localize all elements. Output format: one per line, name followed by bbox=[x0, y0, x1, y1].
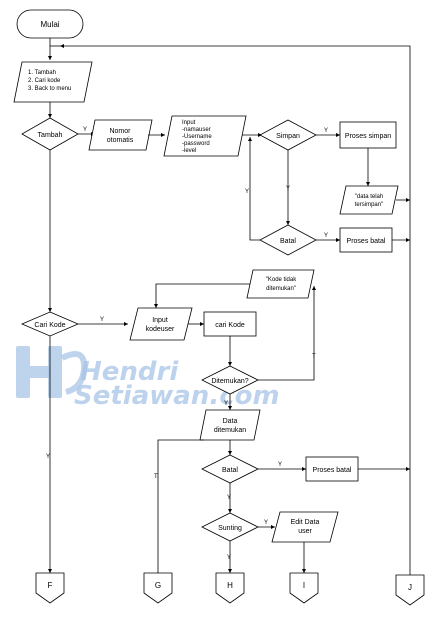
data-ditemukan-l2: ditemukan bbox=[214, 427, 246, 434]
edge-label-batal-top-yes: Y bbox=[324, 233, 328, 239]
connector-i: I bbox=[289, 572, 319, 604]
edge-label-sunting-no: Y bbox=[227, 555, 231, 561]
proses-batal-top-label: Proses batal bbox=[347, 238, 386, 245]
nomor-otomatis-l1: Nomor bbox=[109, 128, 131, 135]
decision-batal-bottom: Batal bbox=[201, 454, 259, 484]
watermark-line1: Hendri bbox=[80, 357, 179, 387]
io-kode-tidak-ditemukan: "Kode tidak ditemukan" bbox=[246, 269, 315, 299]
decision-tambah: Tambah bbox=[21, 117, 79, 151]
decision-sunting-label: Sunting bbox=[218, 525, 242, 532]
edit-data-l1: Edit Data bbox=[291, 519, 320, 526]
decision-ditemukan-label: Ditemukan? bbox=[211, 378, 248, 385]
decision-cari-kode: Cari Kode bbox=[20, 311, 80, 337]
edge-label-g: T bbox=[154, 474, 158, 480]
process-proses-batal-bottom: Proses batal bbox=[305, 456, 359, 482]
edge-label-ditemukan-no: T bbox=[312, 354, 316, 360]
io-data-telah-tersimpan: "data telah tersimpan" bbox=[339, 185, 399, 215]
flow-tidak-ditemukan-back bbox=[154, 283, 250, 308]
io-input-user: Input -namauser -Username -password -lev… bbox=[163, 115, 247, 157]
decision-simpan: Simpan bbox=[259, 119, 317, 151]
edge-label-batal-top-no: Y bbox=[245, 189, 249, 195]
proses-simpan-label: Proses simpan bbox=[345, 133, 391, 140]
input-user-l2: -namauser bbox=[182, 127, 211, 133]
input-user-l1: Input bbox=[182, 120, 196, 126]
proses-batal-bottom-label: Proses batal bbox=[313, 467, 352, 474]
edge-label-tambah-yes: Y bbox=[83, 127, 87, 133]
menu-item-3: 3. Back to menu bbox=[28, 86, 71, 92]
input-kodeuser-l1: Input bbox=[152, 317, 168, 324]
process-proses-simpan: Proses simpan bbox=[339, 121, 397, 149]
io-nomor-otomatis: Nomor otomatis bbox=[88, 119, 153, 151]
menu-item-2: 2. Cari kode bbox=[28, 78, 61, 84]
decision-cari-kode-label: Cari Kode bbox=[34, 322, 65, 329]
edge-label-cari-kode-no: Y bbox=[46, 454, 50, 460]
decision-batal-bottom-label: Batal bbox=[222, 467, 238, 474]
nomor-otomatis-l2: otomatis bbox=[107, 137, 134, 144]
process-proses-batal-top: Proses batal bbox=[339, 227, 393, 253]
edge-label-simpan-no: Y bbox=[286, 186, 290, 192]
flow-g-return bbox=[157, 439, 204, 573]
edit-data-l2: user bbox=[298, 528, 312, 535]
io-edit-data-user: Edit Data user bbox=[271, 511, 339, 543]
connector-f: F bbox=[35, 572, 65, 604]
connector-h-label: H bbox=[227, 581, 233, 590]
flow-ditemukan-no bbox=[258, 286, 316, 381]
decision-sunting: Sunting bbox=[201, 512, 259, 542]
start-terminator: Mulai bbox=[16, 9, 84, 39]
menu-item-1: 1. Tambah bbox=[28, 70, 56, 76]
connector-g-label: G bbox=[155, 581, 161, 590]
flow-loop-return bbox=[60, 44, 411, 575]
data-ditemukan-l1: Data bbox=[223, 418, 238, 425]
kode-tidak-l1: "Kode tidak bbox=[266, 277, 297, 283]
cari-kode-proc-label: cari Kode bbox=[215, 322, 245, 329]
watermark-logo bbox=[16, 346, 88, 398]
edge-label-batal-bottom-yes: Y bbox=[278, 462, 282, 468]
connector-f-label: F bbox=[48, 581, 53, 590]
connector-j: J bbox=[395, 574, 425, 606]
connector-j-label: J bbox=[408, 583, 412, 592]
input-kodeuser-l2: kodeuser bbox=[146, 326, 175, 333]
connector-h: H bbox=[215, 572, 245, 604]
connector-i-label: I bbox=[303, 581, 305, 590]
kode-tidak-l2: ditemukan" bbox=[266, 286, 296, 292]
input-user-l4: -password bbox=[182, 141, 210, 147]
flow-batal-top-no bbox=[248, 137, 260, 241]
start-label: Mulai bbox=[40, 20, 59, 29]
process-cari-kode: cari Kode bbox=[203, 311, 257, 337]
data-tersimpan-l1: "data telah bbox=[355, 194, 384, 200]
io-data-ditemukan: Data ditemukan bbox=[199, 409, 261, 441]
input-user-l5: -level bbox=[182, 148, 196, 154]
data-tersimpan-l2: tersimpan" bbox=[355, 202, 383, 208]
decision-batal-top: Batal bbox=[259, 224, 317, 256]
connector-g: G bbox=[143, 572, 173, 604]
decision-tambah-label: Tambah bbox=[38, 132, 63, 139]
io-input-kodeuser: Input kodeuser bbox=[129, 307, 193, 341]
decision-batal-top-label: Batal bbox=[280, 238, 296, 245]
edge-label-simpan-yes: Y bbox=[324, 128, 328, 134]
edge-label-sunting-yes: Y bbox=[264, 520, 268, 526]
edge-label-batal-bottom-no: Y bbox=[227, 495, 231, 501]
input-user-l3: -Username bbox=[182, 134, 212, 140]
decision-simpan-label: Simpan bbox=[276, 133, 300, 140]
edge-label-ditemukan-yes: Y bbox=[224, 401, 228, 407]
menu-input: 1. Tambah 2. Cari kode 3. Back to menu bbox=[13, 61, 93, 103]
watermark-line2: Setiawan.com bbox=[74, 381, 280, 411]
edge-label-cari-kode-yes: Y bbox=[100, 317, 104, 323]
